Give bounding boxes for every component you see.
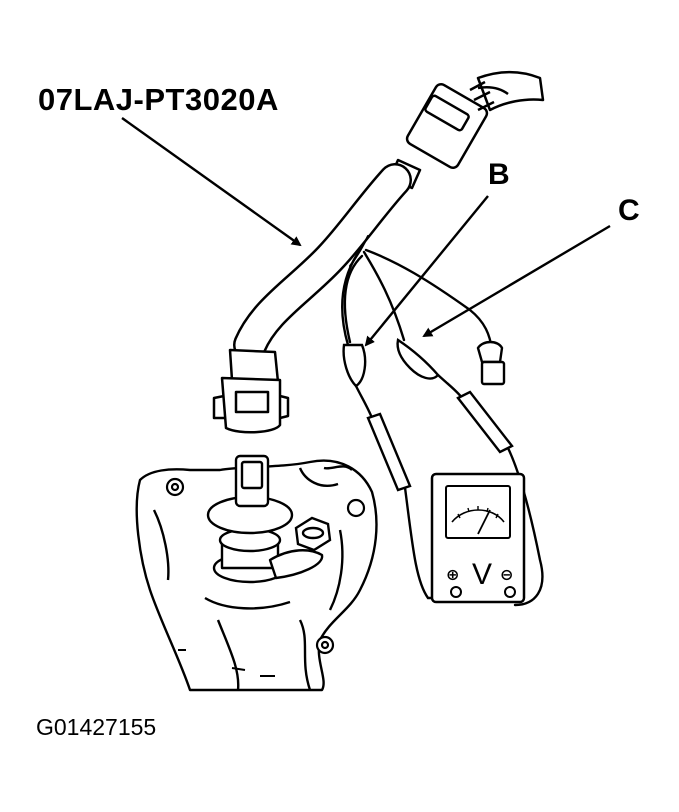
- meter-volt-symbol: V: [472, 558, 492, 591]
- lead-c-leader-arrow: [422, 224, 611, 338]
- sensor-connector: [212, 348, 290, 434]
- meter-plus-symbol: ⊕: [446, 565, 459, 584]
- mounting-bolt: [294, 516, 332, 552]
- speed-sensor: [206, 454, 324, 584]
- terminal-plug: [476, 340, 506, 386]
- lead-b-label: B: [488, 158, 510, 191]
- lead-c-fuse: [396, 338, 440, 380]
- callout-arrows: [121, 117, 611, 347]
- lead-b-leader-arrow: [364, 195, 489, 347]
- figure-id: G01427155: [36, 714, 157, 740]
- tool-part-number-label: 07LAJ-PT3020A: [38, 82, 279, 117]
- lead-b-fuse: [342, 343, 367, 388]
- bolt-holes: [165, 477, 366, 655]
- main-harness-cable: [233, 163, 412, 362]
- tool-leader-arrow: [121, 117, 302, 247]
- breakout-wires: [341, 248, 494, 352]
- probe-b: [366, 412, 412, 492]
- hand-illustration: [476, 70, 545, 112]
- meter-minus-symbol: ⊖: [500, 565, 513, 584]
- probe-c: [456, 390, 514, 454]
- voltmeter: [430, 472, 526, 604]
- lead-c-label: C: [618, 194, 640, 227]
